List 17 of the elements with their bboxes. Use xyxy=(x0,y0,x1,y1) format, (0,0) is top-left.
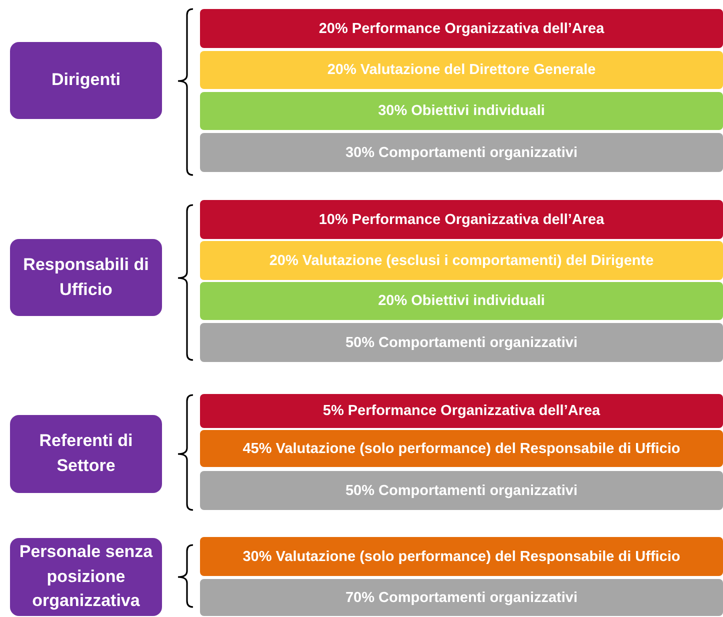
percentage-bar: 10% Performance Organizzativa dell’Area xyxy=(200,200,723,239)
role-box: Referenti di Settore xyxy=(10,415,162,493)
percentage-bar: 30% Comportamenti organizzativi xyxy=(200,133,723,172)
percentage-bar: 70% Comportamenti organizzativi xyxy=(200,579,723,616)
percentage-bar: 30% Obiettivi individuali xyxy=(200,92,723,130)
percentage-bar: 50% Comportamenti organizzativi xyxy=(200,471,723,510)
role-box: Dirigenti xyxy=(10,42,162,119)
percentage-bar: 30% Valutazione (solo performance) del Responsabile di Ufficio xyxy=(200,537,723,576)
percentage-bar: 45% Valutazione (solo performance) del Responsabile di Ufficio xyxy=(200,430,723,467)
role-box: Responsabili di Ufficio xyxy=(10,239,162,316)
percentage-bar: 20% Valutazione del Direttore Generale xyxy=(200,51,723,89)
percentage-bar: 50% Comportamenti organizzativi xyxy=(200,323,723,362)
percentage-bar: 20% Obiettivi individuali xyxy=(200,282,723,320)
percentage-bar: 20% Valutazione (esclusi i comportamenti) del Dirigente xyxy=(200,241,723,280)
percentage-bar: 20% Performance Organizzativa dell’Area xyxy=(200,9,723,48)
role-box: Personale senza posizione organizzativa xyxy=(10,538,162,616)
percentage-bar: 5% Performance Organizzativa dell’Area xyxy=(200,394,723,428)
